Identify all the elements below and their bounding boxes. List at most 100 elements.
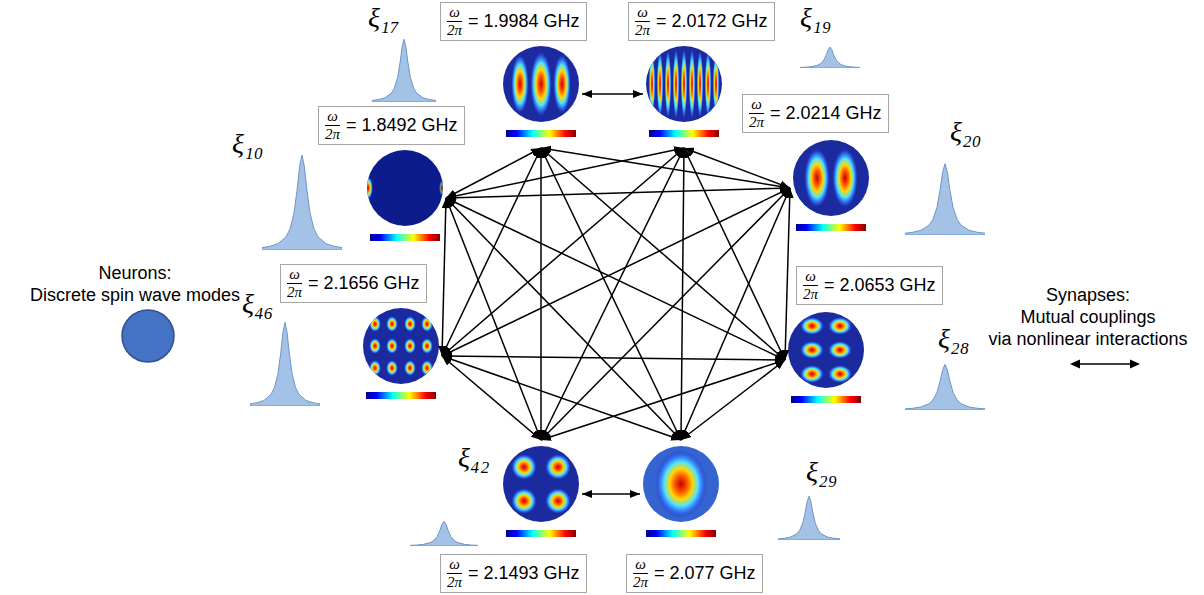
frequency-fraction: ω 2π xyxy=(447,5,462,38)
mode-node: ξ₄₆ω2π= 2.1656 GHz xyxy=(360,302,442,410)
coupling-arrow xyxy=(540,148,542,440)
coupling-arrow xyxy=(446,148,684,198)
mode-amplitude-label: ξ₁₇ xyxy=(368,4,399,32)
peak-curve xyxy=(410,520,478,546)
mode-amplitude-label: ξ₁₀ xyxy=(232,130,263,158)
frequency-box: ω 2π = 2.0653 GHz xyxy=(796,266,943,305)
annotation-text: Neurons:Discrete spin wave modes xyxy=(30,262,240,306)
mode-image xyxy=(785,306,867,414)
peak-curve xyxy=(905,160,985,235)
mode-image xyxy=(364,144,446,252)
fraction-bar xyxy=(749,113,764,114)
annotation-line: Mutual couplings xyxy=(976,306,1200,328)
fraction-denominator: 2π xyxy=(287,285,302,300)
mode-node: ξ₁₇ω2π= 1.9984 GHz xyxy=(500,40,582,148)
coupling-arrow xyxy=(442,356,785,360)
fraction-numerator: ω xyxy=(327,109,338,124)
frequency-box: ω 2π = 2.0172 GHz xyxy=(628,2,775,41)
fraction-bar xyxy=(325,125,340,126)
fraction-bar xyxy=(635,21,650,22)
frequency-value: = 2.0653 GHz xyxy=(824,275,936,296)
coupling-arrow xyxy=(785,188,790,360)
coupling-arrow xyxy=(446,148,541,198)
fraction-numerator: ω xyxy=(637,5,648,20)
frequency-box: ω 2π = 2.1656 GHz xyxy=(280,264,427,303)
frequency-value: = 1.9984 GHz xyxy=(468,11,580,32)
frequency-fraction: ω 2π xyxy=(287,267,302,300)
mode-node: ξ₂₈ω2π= 2.0653 GHz xyxy=(785,306,867,414)
fraction-denominator: 2π xyxy=(749,115,764,130)
fraction-denominator: 2π xyxy=(447,575,462,590)
peak-curve xyxy=(372,36,436,102)
fraction-numerator: ω xyxy=(449,557,460,572)
coupling-arrow xyxy=(446,198,785,360)
synapse-arrow xyxy=(1070,356,1140,372)
fraction-bar xyxy=(633,573,648,574)
mode-image xyxy=(790,134,872,242)
frequency-value: = 2.1656 GHz xyxy=(308,273,420,294)
coupling-arrow xyxy=(541,148,790,188)
mode-amplitude-label: ξ₂₀ xyxy=(950,118,981,146)
annotation-line: Neurons: xyxy=(30,262,240,284)
fraction-denominator: 2π xyxy=(325,127,340,142)
frequency-fraction: ω 2π xyxy=(633,557,648,590)
coupling-arrow xyxy=(541,188,790,440)
fraction-bar xyxy=(287,283,302,284)
frequency-value: = 2.1493 GHz xyxy=(468,563,580,584)
fraction-bar xyxy=(447,573,462,574)
coupling-arrow xyxy=(442,148,541,356)
peak-curve xyxy=(778,494,840,540)
mode-node: ξ₁₉ω2π= 2.0172 GHz xyxy=(643,40,725,148)
coupling-arrow xyxy=(541,360,785,440)
coupling-arrow xyxy=(442,148,684,356)
frequency-box: ω 2π = 2.077 GHz xyxy=(626,554,763,593)
frequency-box: ω 2π = 2.0214 GHz xyxy=(742,94,889,133)
frequency-value: = 2.0172 GHz xyxy=(656,11,768,32)
mode-amplitude-label: ξ₂₈ xyxy=(938,325,969,353)
coupling-arrow xyxy=(582,93,643,95)
frequency-fraction: ω 2π xyxy=(803,269,818,302)
mode-node: ξ₂₀ω2π= 2.0214 GHz xyxy=(790,134,872,242)
coupling-arrow xyxy=(446,198,681,440)
fraction-numerator: ω xyxy=(449,5,460,20)
mode-image xyxy=(643,40,725,148)
mode-amplitude-label: ξ₁₉ xyxy=(800,4,831,32)
peak-curve xyxy=(905,362,985,410)
neuron-circle xyxy=(120,308,176,364)
annotation-line: Discrete spin wave modes xyxy=(30,284,240,306)
fraction-denominator: 2π xyxy=(447,23,462,38)
fraction-denominator: 2π xyxy=(803,287,818,302)
fraction-numerator: ω xyxy=(289,267,300,282)
fraction-numerator: ω xyxy=(805,269,816,284)
frequency-box: ω 2π = 1.9984 GHz xyxy=(440,2,587,41)
coupling-arrow xyxy=(681,188,790,440)
mode-image xyxy=(500,40,582,148)
peak-curve xyxy=(250,318,320,406)
peak-curve xyxy=(262,150,342,250)
frequency-fraction: ω 2π xyxy=(447,557,462,590)
coupling-arrow xyxy=(446,188,790,198)
peak-curve xyxy=(800,46,860,68)
frequency-value: = 2.077 GHz xyxy=(654,563,756,584)
fraction-denominator: 2π xyxy=(633,575,648,590)
annotation-line: Synapses: xyxy=(976,284,1200,306)
fraction-bar xyxy=(447,21,462,22)
frequency-value: = 2.0214 GHz xyxy=(770,103,882,124)
coupling-arrow xyxy=(582,493,640,495)
mode-image xyxy=(500,440,582,548)
annotation-text: Synapses:Mutual couplingsvia nonlinear i… xyxy=(976,284,1200,350)
fraction-numerator: ω xyxy=(635,557,646,572)
frequency-fraction: ω 2π xyxy=(749,97,764,130)
frequency-value: = 1.8492 GHz xyxy=(346,115,458,136)
annotation-line: via nonlinear interactions xyxy=(976,328,1200,350)
fraction-bar xyxy=(803,285,818,286)
mode-amplitude-label: ξ₄₆ xyxy=(242,290,273,318)
mode-node: ξ₄₂ω2π= 2.1493 GHz xyxy=(500,440,582,548)
coupling-arrow xyxy=(681,360,785,440)
coupling-arrow xyxy=(446,198,541,440)
fraction-denominator: 2π xyxy=(635,23,650,38)
mode-image xyxy=(360,302,442,410)
fraction-numerator: ω xyxy=(751,97,762,112)
coupling-arrow xyxy=(684,148,785,360)
coupling-arrow xyxy=(541,148,785,360)
